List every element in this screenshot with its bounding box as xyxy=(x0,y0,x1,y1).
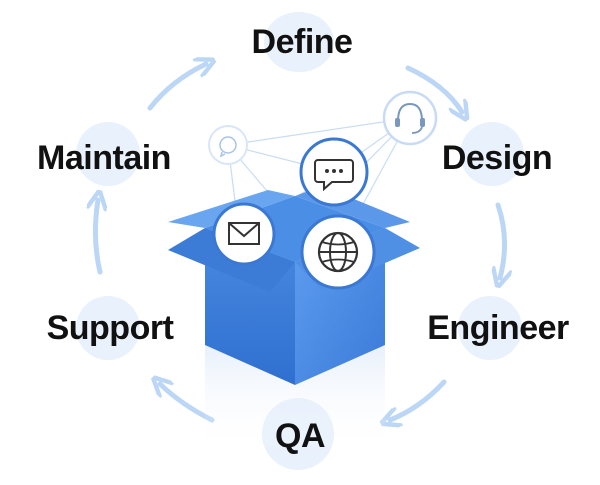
arrow-define-to-design xyxy=(405,65,462,112)
define-halo xyxy=(264,12,334,72)
chat-bubble-icon xyxy=(299,137,369,207)
headset-icon xyxy=(382,90,438,146)
arrow-design-to-engineer xyxy=(498,202,505,278)
stage-label-support: Support xyxy=(46,309,174,347)
arrow-maintain-to-define xyxy=(147,64,206,111)
stage-label-engineer: Engineer xyxy=(427,309,569,347)
globe-icon xyxy=(300,214,376,290)
stage-label-define: Define xyxy=(251,23,353,61)
envelope-icon xyxy=(212,202,276,266)
support-halo xyxy=(76,296,140,360)
arrow-qa-to-support xyxy=(160,384,215,423)
arrow-engineer-to-qa xyxy=(390,379,447,420)
arrow-support-to-maintain xyxy=(95,200,100,275)
box-reflection xyxy=(205,345,385,455)
design-halo xyxy=(460,122,524,186)
stage-label-qa: QA xyxy=(275,417,326,455)
engineer-halo xyxy=(458,296,522,360)
stage-label-design: Design xyxy=(441,139,553,177)
maintain-halo xyxy=(76,122,140,186)
whatsapp-icon xyxy=(208,125,248,165)
stage-label-maintain: Maintain xyxy=(37,139,171,177)
